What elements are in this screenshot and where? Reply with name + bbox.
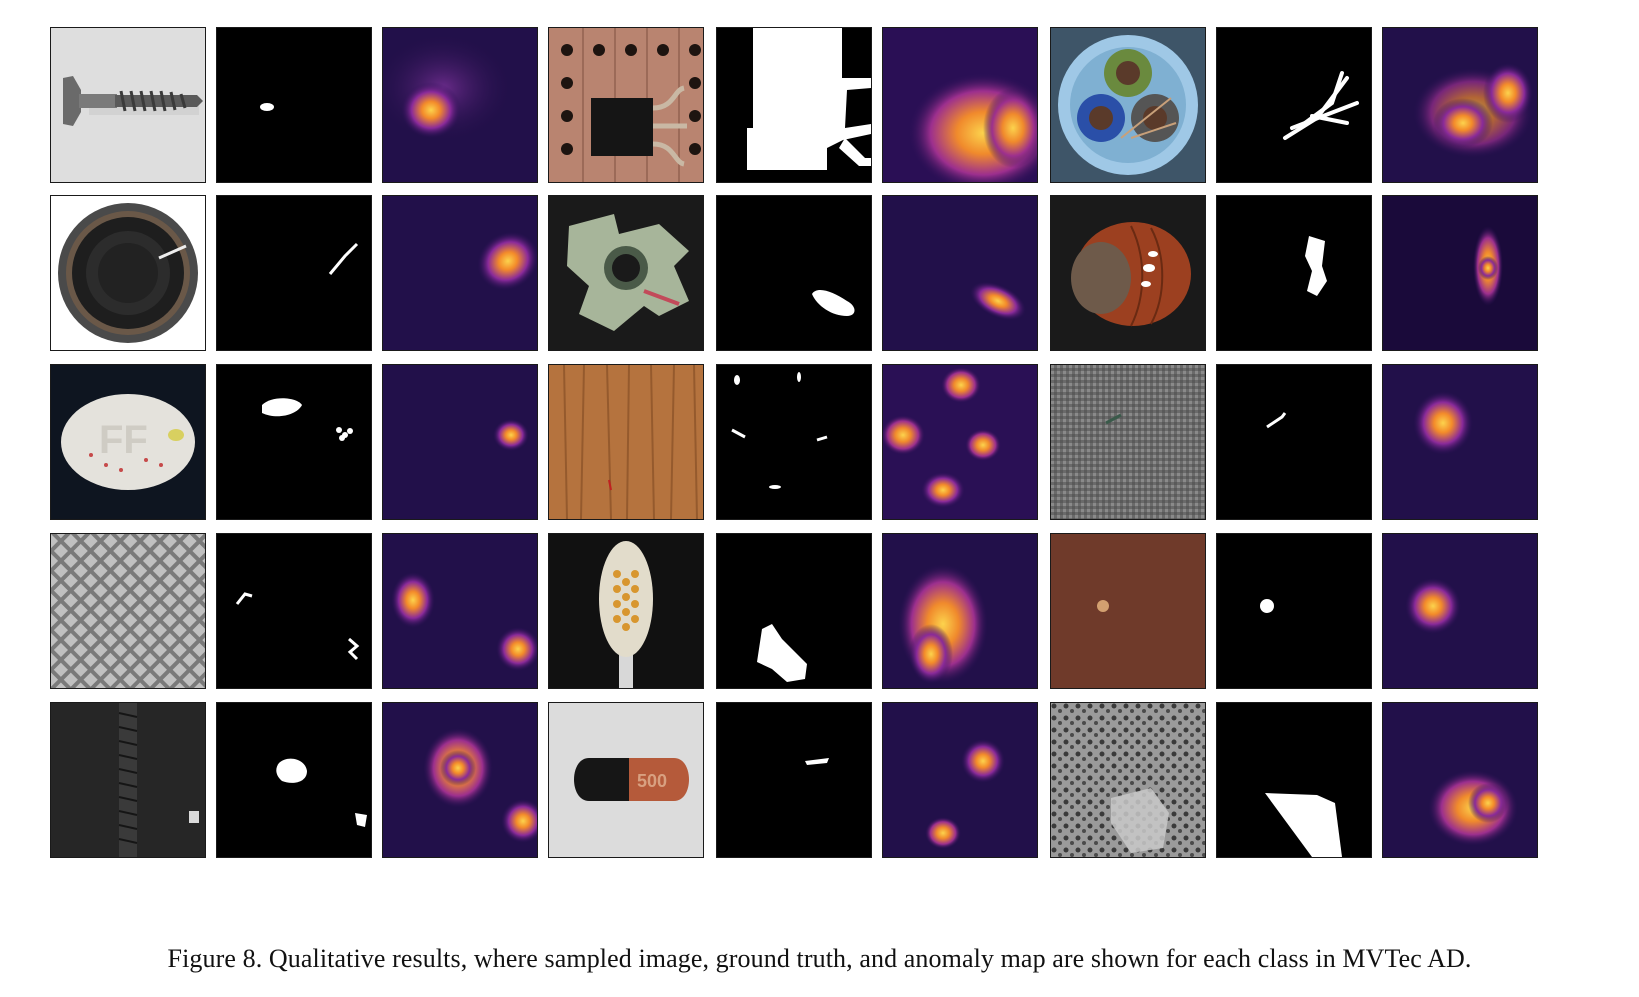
figure-caption: Figure 8. Qualitative results, where sam… (167, 944, 1472, 973)
image-metal-nut (548, 195, 704, 351)
image-leather (1050, 533, 1206, 689)
anomaly-map-capsule (882, 702, 1038, 858)
image-grid (50, 533, 206, 689)
anomaly-map-hazelnut (1382, 195, 1538, 351)
ground-truth-leather (1216, 533, 1372, 689)
anomaly-map-transistor (882, 27, 1038, 183)
image-tile (1050, 702, 1206, 858)
image-pill: FF (50, 364, 206, 520)
ground-truth-grid (216, 533, 372, 689)
anomaly-map-zipper (382, 702, 538, 858)
image-toothbrush (548, 533, 704, 689)
anomaly-map-tile (1382, 702, 1538, 858)
capsule-print: 500 (637, 771, 667, 791)
image-wood (548, 364, 704, 520)
anomaly-map-leather (1382, 533, 1538, 689)
ground-truth-toothbrush (716, 533, 872, 689)
ground-truth-zipper (216, 702, 372, 858)
ground-truth-tile (1216, 702, 1372, 858)
anomaly-map-cable (1382, 27, 1538, 183)
anomaly-map-screw (382, 27, 538, 183)
anomaly-map-pill (382, 364, 538, 520)
ground-truth-metal-nut (716, 195, 872, 351)
anomaly-map-bottle (382, 195, 538, 351)
ground-truth-pill (216, 364, 372, 520)
image-hazelnut (1050, 195, 1206, 351)
image-cable (1050, 27, 1206, 183)
ground-truth-capsule (716, 702, 872, 858)
image-zipper (50, 702, 206, 858)
anomaly-map-toothbrush (882, 533, 1038, 689)
svg-text:FF: FF (99, 418, 148, 462)
image-capsule: 500 (548, 702, 704, 858)
image-carpet (1050, 364, 1206, 520)
ground-truth-wood (716, 364, 872, 520)
anomaly-map-grid (382, 533, 538, 689)
ground-truth-screw (216, 27, 372, 183)
ground-truth-carpet (1216, 364, 1372, 520)
image-bottle (50, 195, 206, 351)
anomaly-map-metal-nut (882, 195, 1038, 351)
ground-truth-hazelnut (1216, 195, 1372, 351)
qualitative-results-grid: FF (50, 27, 1538, 858)
anomaly-map-carpet (1382, 364, 1538, 520)
anomaly-map-wood (882, 364, 1038, 520)
ground-truth-cable (1216, 27, 1372, 183)
image-transistor (548, 27, 704, 183)
ground-truth-transistor (716, 27, 872, 183)
image-screw (50, 27, 206, 183)
ground-truth-bottle (216, 195, 372, 351)
